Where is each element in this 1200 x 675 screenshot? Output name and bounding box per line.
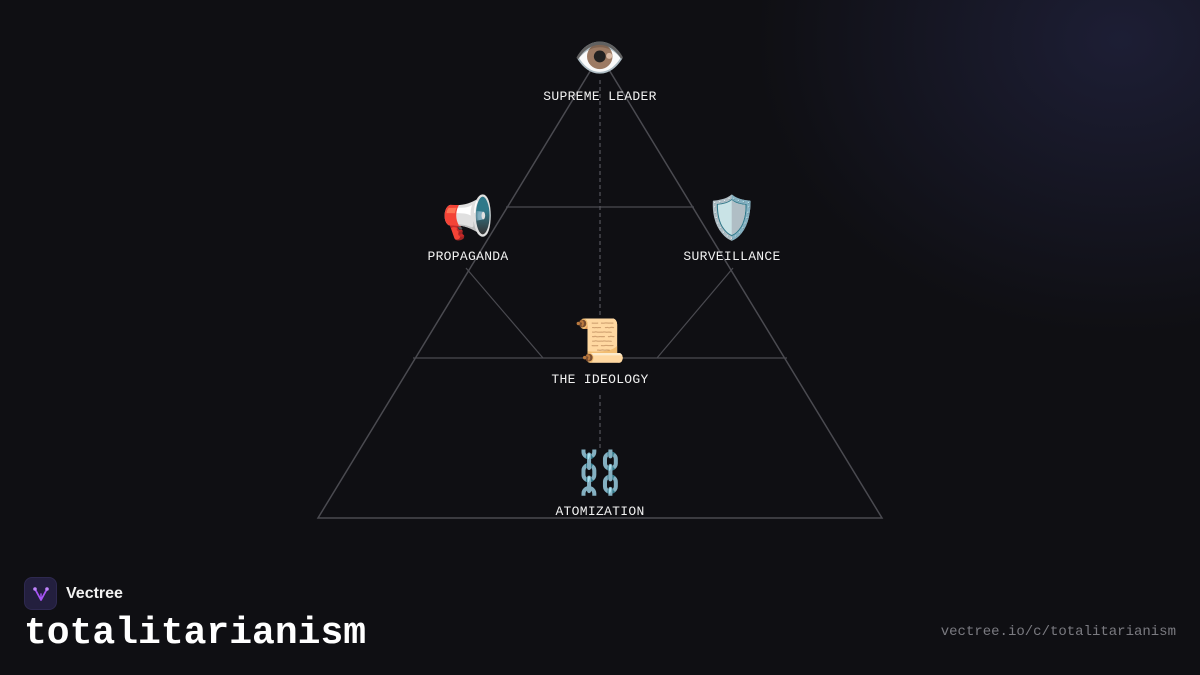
scroll-icon: 📜 [573, 316, 627, 365]
shield-icon: 🛡️ [705, 193, 759, 242]
connector-surveillance-ideology [656, 267, 734, 359]
connector-propaganda-ideology [465, 267, 544, 359]
chains-icon: ⛓️ [573, 448, 627, 497]
source-url[interactable]: vectree.io/c/totalitarianism [940, 624, 1176, 640]
vectree-logo-icon [24, 577, 57, 610]
node-label: SURVEILLANCE [683, 249, 781, 264]
node-label: SUPREME LEADER [543, 89, 657, 104]
brand-name: Vectree [66, 584, 123, 602]
node-atomization: ⛓️ ATOMIZATION [500, 448, 700, 519]
eye-icon: 👁️ [573, 33, 627, 82]
megaphone-icon: 📢 [441, 193, 495, 242]
pyramid-outline [316, 53, 884, 519]
node-label: ATOMIZATION [555, 504, 645, 519]
node-label: THE IDEOLOGY [551, 372, 649, 387]
node-surveillance: 🛡️ SURVEILLANCE [632, 193, 832, 264]
node-propaganda: 📢 PROPAGANDA [368, 193, 568, 264]
brand[interactable]: Vectree [24, 577, 123, 610]
node-label: PROPAGANDA [427, 249, 509, 264]
node-the-ideology: 📜 THE IDEOLOGY [500, 316, 700, 387]
node-supreme-leader: 👁️ SUPREME LEADER [500, 33, 700, 104]
page-title: totalitarianism [24, 612, 367, 655]
